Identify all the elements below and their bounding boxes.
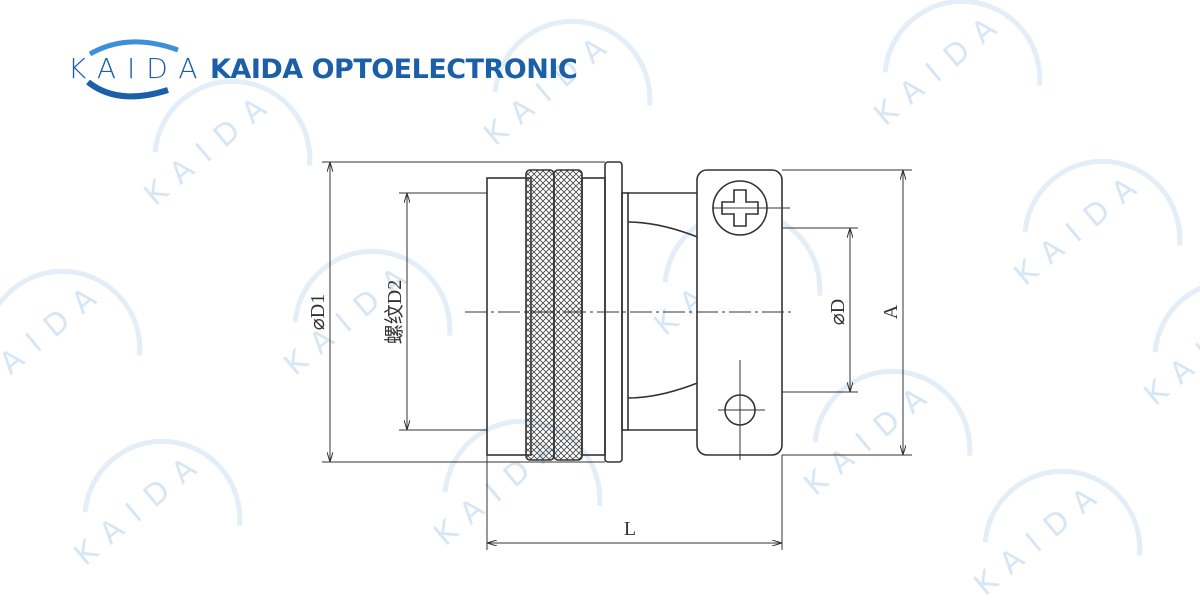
label-d1: ⌀D1: [307, 294, 329, 330]
logo-mark: KAIDA: [68, 36, 198, 102]
label-l: L: [624, 518, 636, 540]
company-name: KAIDA OPTOELECTRONIC: [210, 53, 578, 85]
label-d2: 螺纹D2: [383, 280, 406, 344]
logo-swoosh-icon: [86, 39, 179, 100]
label-d: ⌀D: [827, 299, 849, 325]
logo-mark-text: KAIDA: [68, 52, 209, 85]
label-a: A: [880, 304, 902, 319]
company-logo: KAIDA KAIDA OPTOELECTRONIC: [68, 36, 578, 102]
